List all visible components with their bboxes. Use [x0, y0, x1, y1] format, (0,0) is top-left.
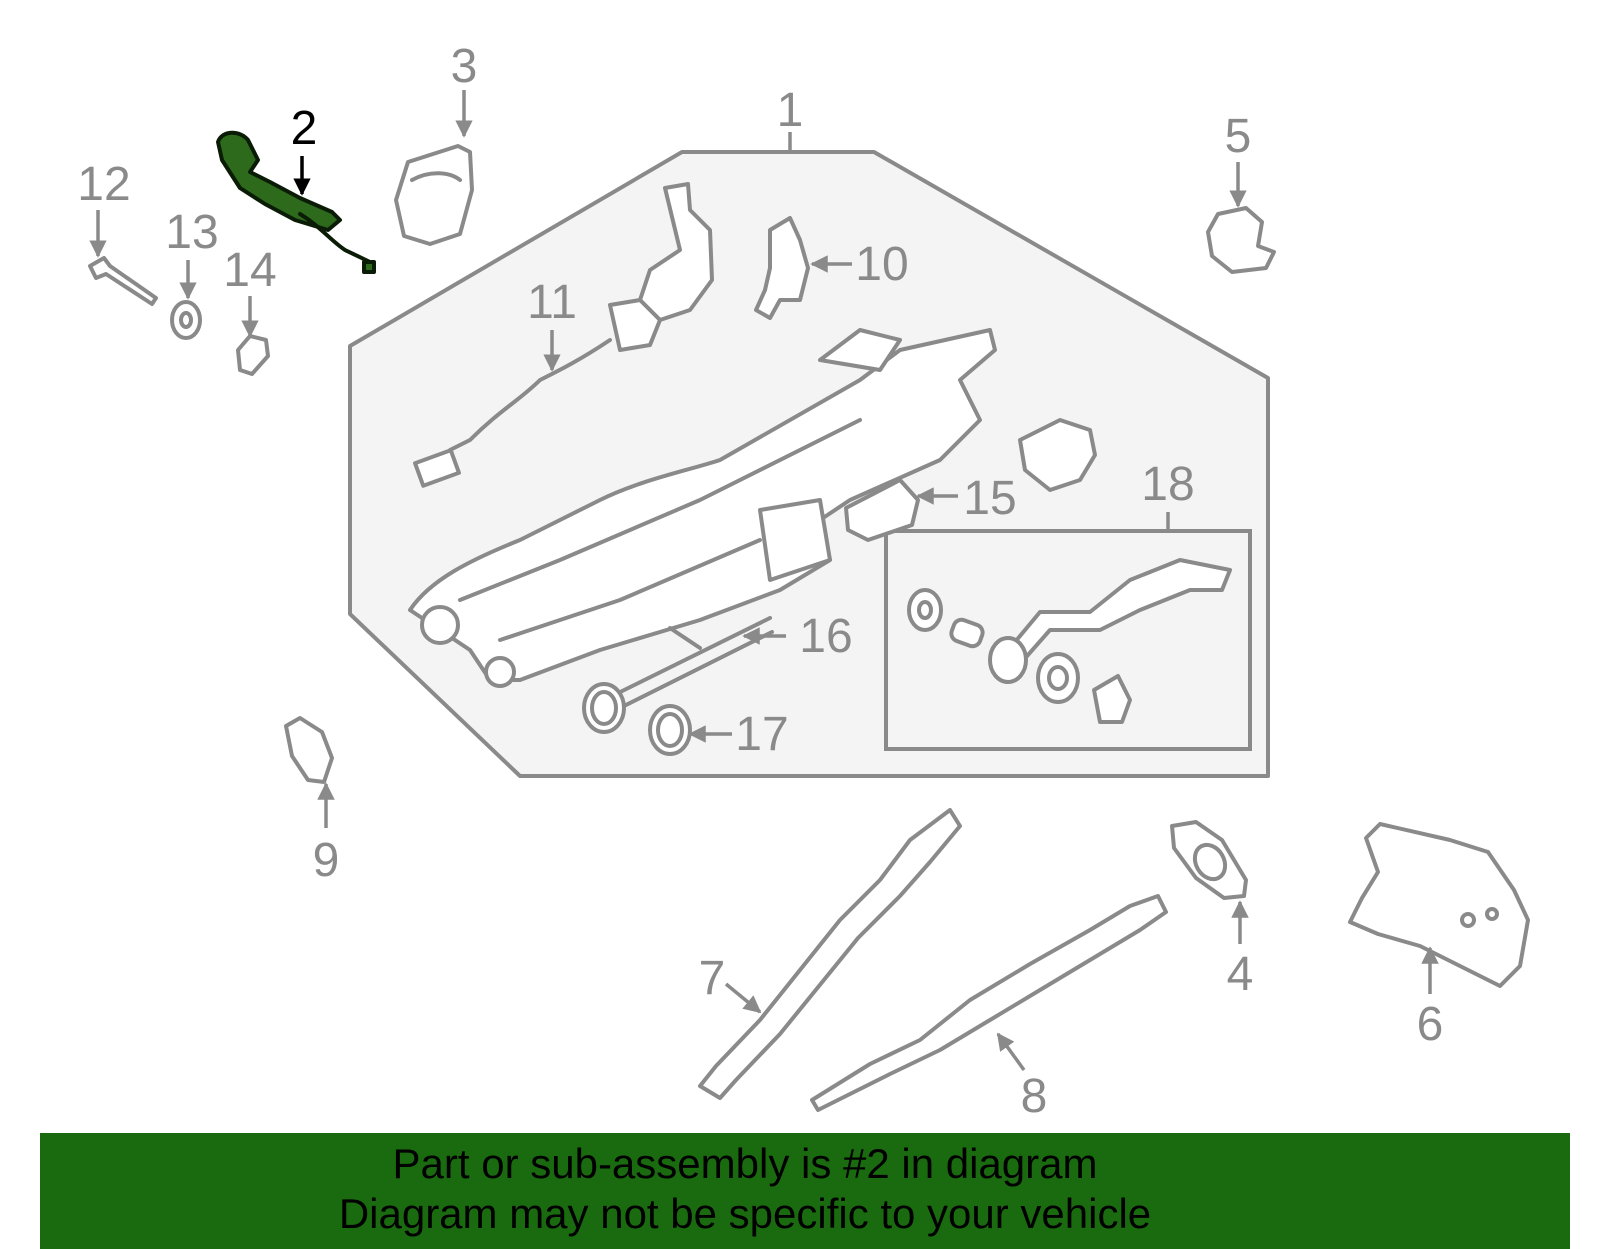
callout-labels: 1 2 3 4 5 6 7 8 9 10 11 12 13 14 15 16 1… [77, 40, 1443, 1123]
callout-7: 7 [699, 952, 726, 1005]
banner-line-2: Diagram may not be specific to your vehi… [338, 1190, 1152, 1237]
callout-5: 5 [1225, 110, 1252, 163]
part-14-bushing [236, 334, 270, 376]
callout-13: 13 [165, 206, 218, 259]
part-18-kit-parts [907, 558, 1232, 724]
callout-4: 4 [1227, 948, 1254, 1001]
callout-6: 6 [1417, 998, 1444, 1051]
callout-3: 3 [451, 40, 478, 93]
callout-9: 9 [313, 834, 340, 887]
part-9-plate [284, 716, 334, 784]
callout-10: 10 [855, 238, 908, 291]
callout-1: 1 [777, 84, 804, 137]
callout-11: 11 [527, 276, 577, 329]
part-13-washer [170, 300, 202, 340]
callout-8: 8 [1021, 1070, 1048, 1123]
part-15-switch [844, 478, 920, 542]
part-2-highlighted-harness [216, 130, 376, 274]
leader-lines [89, 90, 1439, 1072]
part-5-cap [1206, 206, 1276, 274]
part-11-harness [413, 182, 714, 488]
callout-15: 15 [963, 472, 1016, 525]
column-switch [1018, 418, 1097, 492]
part-12-bolt [88, 256, 158, 306]
callout-16: 16 [799, 610, 852, 663]
callout-18: 18 [1141, 458, 1194, 511]
part-3-cover [394, 144, 474, 246]
part-7-shaft [698, 808, 962, 1100]
info-banner: Part or sub-assembly is #2 in diagram Di… [40, 1133, 1570, 1249]
part-6-cover [1348, 822, 1530, 988]
callout-2: 2 [291, 102, 318, 155]
part-8-shaft [810, 894, 1168, 1112]
callout-14: 14 [223, 244, 276, 297]
callout-17: 17 [735, 708, 788, 761]
part-17-ring [648, 704, 692, 756]
part-4-gasket [1170, 820, 1248, 900]
callout-12: 12 [77, 158, 130, 211]
column-housing [408, 328, 997, 688]
banner-line-1: Part or sub-assembly is #2 in diagram [392, 1140, 1098, 1187]
part-10-bracket [754, 216, 810, 320]
